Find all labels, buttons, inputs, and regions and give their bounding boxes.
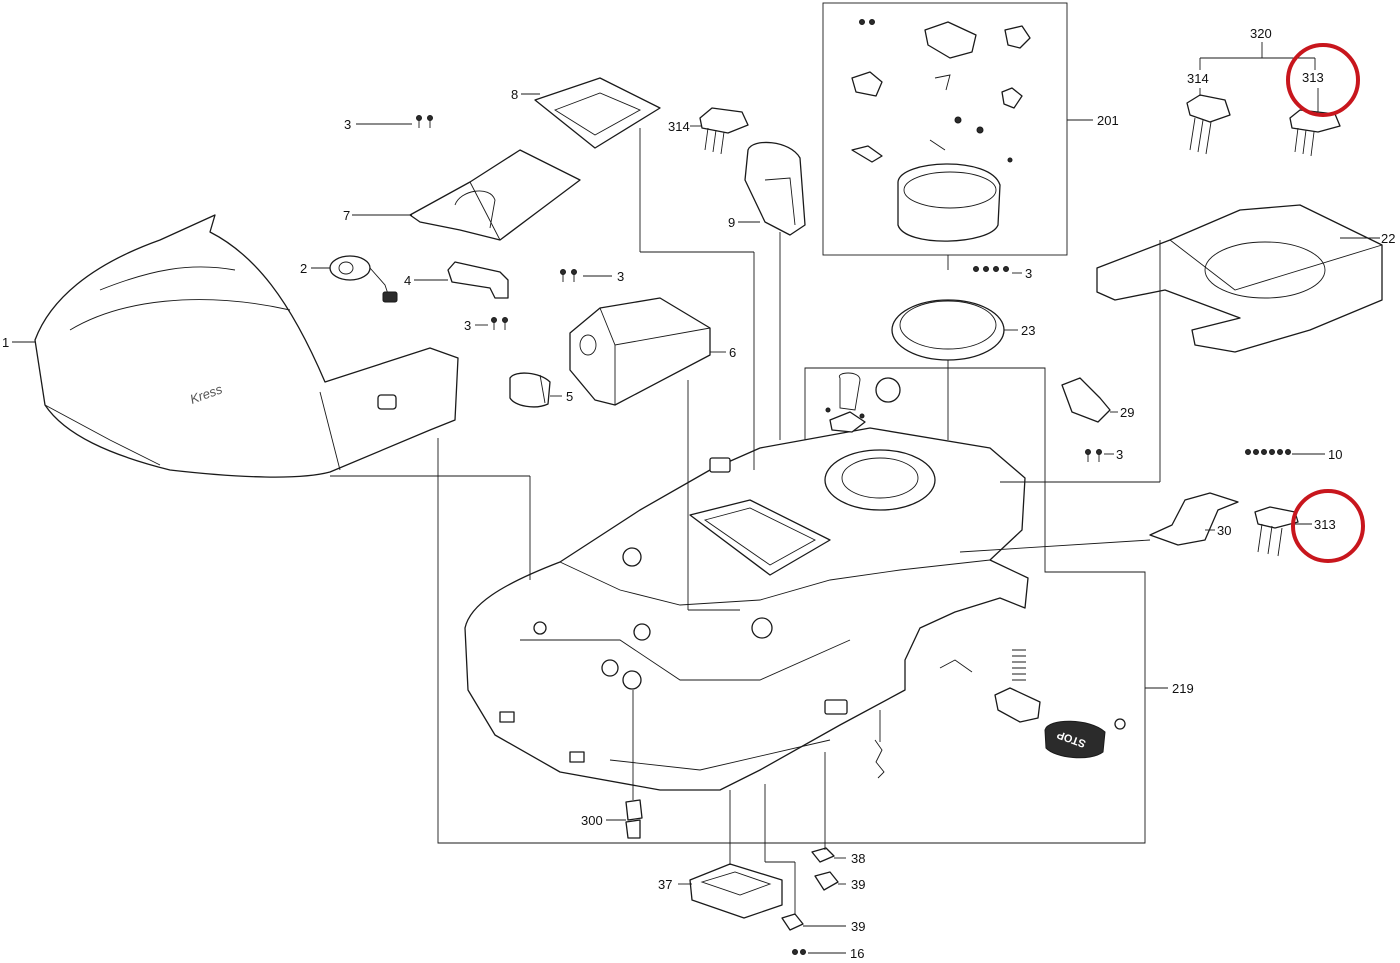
callout-313: 313 <box>1302 70 1324 85</box>
highlight-circle-313-top <box>1286 43 1360 117</box>
callout-38: 38 <box>851 851 865 866</box>
callout-4: 4 <box>404 273 411 288</box>
leader-lines <box>12 42 1380 954</box>
chassis-small-parts <box>825 372 901 433</box>
callout-7: 7 <box>343 208 350 223</box>
part-top-cover: Kress <box>34 214 459 478</box>
part-313-connector-right <box>1254 506 1299 557</box>
callout-6: 6 <box>729 345 736 360</box>
highlight-marks <box>1286 43 1365 563</box>
inset-box-201 <box>822 2 1068 256</box>
callout-314: 314 <box>668 119 690 134</box>
callout-1: 1 <box>2 335 9 350</box>
callout-22: 22 <box>1381 231 1395 246</box>
part-7-cover-plate <box>409 149 581 241</box>
callout-37: 37 <box>658 877 672 892</box>
callout-219: 219 <box>1172 681 1194 696</box>
callout-313: 313 <box>1314 517 1336 532</box>
part-stop-assembly: STOP <box>939 649 1126 759</box>
part-314-connector-left <box>699 107 749 155</box>
highlight-circle-313-right <box>1291 489 1365 563</box>
part-4-bracket <box>447 261 509 299</box>
callout-3: 3 <box>344 117 351 132</box>
callout-16: 16 <box>850 946 864 961</box>
screw-group-3 <box>416 115 1102 462</box>
callout-23: 23 <box>1021 323 1035 338</box>
callout-10: 10 <box>1328 447 1342 462</box>
callout-labels: 1 2 3 3 3 3 3 4 5 6 7 8 9 10 16 22 23 29… <box>2 26 1395 961</box>
callout-39: 39 <box>851 919 865 934</box>
part-2-rear-handle <box>329 255 398 303</box>
callout-9: 9 <box>728 215 735 230</box>
screw-group-10 <box>1245 449 1291 455</box>
part-30-lever <box>1149 492 1239 546</box>
callout-2: 2 <box>300 261 307 276</box>
callout-5: 5 <box>566 389 573 404</box>
callout-3: 3 <box>464 318 471 333</box>
part-8-label-plate <box>534 77 661 149</box>
part-320-connector-set <box>1186 94 1341 157</box>
part-22-charging-base-plate <box>1096 204 1383 353</box>
part-5-knob <box>509 372 551 408</box>
callout-3: 3 <box>1025 266 1032 281</box>
callout-320: 320 <box>1250 26 1272 41</box>
part-main-chassis <box>464 427 1029 791</box>
callout-314: 314 <box>1187 71 1209 86</box>
callout-8: 8 <box>511 87 518 102</box>
callout-3: 3 <box>1116 447 1123 462</box>
callout-30: 30 <box>1217 523 1231 538</box>
part-23-seal-ring <box>891 299 1005 361</box>
callout-300: 300 <box>581 813 603 828</box>
callout-201: 201 <box>1097 113 1119 128</box>
callout-3: 3 <box>617 269 624 284</box>
part-29-clip <box>1061 377 1111 423</box>
part-9-lift-handle <box>744 141 806 236</box>
lower-small-parts <box>625 739 885 955</box>
callout-39: 39 <box>851 877 865 892</box>
part-6-housing <box>569 297 711 406</box>
callout-29: 29 <box>1120 405 1134 420</box>
